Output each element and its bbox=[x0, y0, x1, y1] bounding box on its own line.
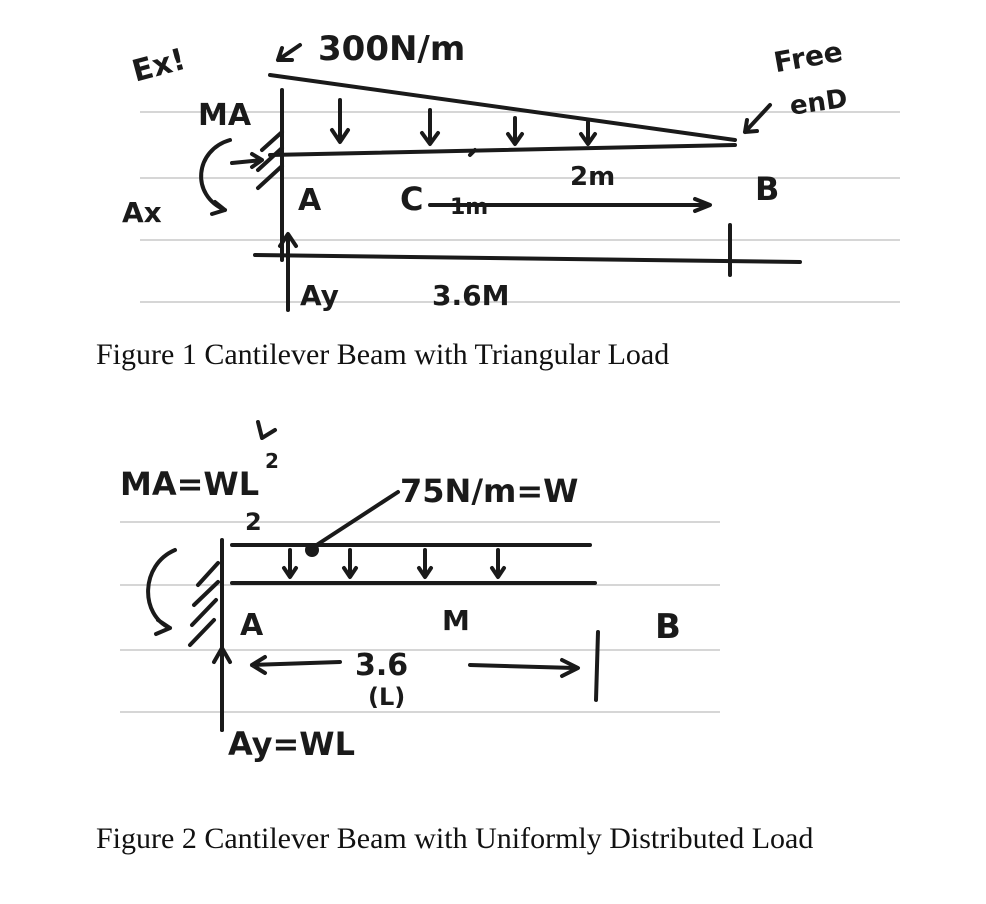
horizontal-reaction-label: Ax bbox=[122, 196, 162, 229]
beam bbox=[268, 143, 737, 157]
vertical-reaction-label: Ay=WL bbox=[228, 725, 355, 763]
vertical-reaction-arrow bbox=[212, 646, 232, 732]
horizontal-reaction-arrow bbox=[230, 152, 264, 169]
beam-length-label: 3.6M bbox=[432, 279, 509, 312]
dimension-c-to-b bbox=[428, 148, 712, 213]
point-m-label: M bbox=[442, 604, 470, 637]
point-a-label: A bbox=[298, 183, 322, 218]
point-b-label: B bbox=[755, 170, 779, 208]
figure-1-sketch: Ex! 300N/m Free enD MA Ax A C 1m 2m B Ay… bbox=[122, 29, 900, 312]
point-c-label: C bbox=[400, 180, 423, 218]
one-meter-label: 1m bbox=[450, 195, 488, 220]
free-end-arrow bbox=[743, 103, 772, 134]
moment-label: MA bbox=[198, 98, 252, 133]
load-arrows bbox=[330, 98, 597, 146]
moment-exponent: 2 bbox=[265, 449, 279, 473]
superscript-mark bbox=[256, 420, 277, 440]
length-dimension-arrow-left bbox=[250, 655, 342, 675]
figure-2: MA=WL 2 2 75N/m=W A M B 3.6 (L) Ay=WL Fi… bbox=[0, 400, 986, 904]
triangular-load-outline bbox=[268, 73, 737, 142]
length-end-tick bbox=[594, 630, 600, 702]
fixed-support bbox=[256, 88, 284, 262]
vertical-reaction-arrow bbox=[278, 232, 298, 312]
point-b-label: B bbox=[655, 607, 681, 647]
moment-label: MA=WL bbox=[120, 465, 259, 503]
load-value-label: 75N/m=W bbox=[400, 472, 578, 510]
moment-denominator: 2 bbox=[245, 508, 262, 536]
figure-2-sketch: MA=WL 2 2 75N/m=W A M B 3.6 (L) Ay=WL bbox=[120, 420, 720, 763]
example-label: Ex! bbox=[129, 42, 190, 90]
beam-length-symbol: (L) bbox=[368, 683, 405, 711]
moment-arrow bbox=[199, 138, 232, 216]
fixed-support bbox=[188, 538, 224, 732]
beam-length-label: 3.6 bbox=[355, 648, 408, 683]
figure-1-caption: Figure 1 Cantilever Beam with Triangular… bbox=[96, 338, 670, 371]
figure-1: Ex! 300N/m Free enD MA Ax A C 1m 2m B Ay… bbox=[0, 0, 986, 390]
free-end-label-line2: enD bbox=[788, 84, 849, 122]
figure-2-caption: Figure 2 Cantilever Beam with Uniformly … bbox=[96, 822, 814, 855]
load-value-label: 300N/m bbox=[318, 29, 465, 69]
load-pointer-arrow bbox=[276, 43, 302, 62]
load-pointer-dot bbox=[305, 543, 319, 557]
load-pointer-line bbox=[310, 490, 400, 550]
vertical-reaction-label: Ay bbox=[300, 279, 339, 312]
two-meter-label: 2m bbox=[570, 162, 615, 192]
length-dimension-arrow-right bbox=[468, 658, 580, 678]
length-dimension-line bbox=[253, 253, 802, 264]
moment-arrow bbox=[146, 548, 177, 636]
load-arrows bbox=[282, 548, 506, 579]
ruled-lines bbox=[120, 521, 720, 713]
free-end-label: Free bbox=[771, 35, 845, 80]
point-a-label: A bbox=[240, 608, 264, 643]
